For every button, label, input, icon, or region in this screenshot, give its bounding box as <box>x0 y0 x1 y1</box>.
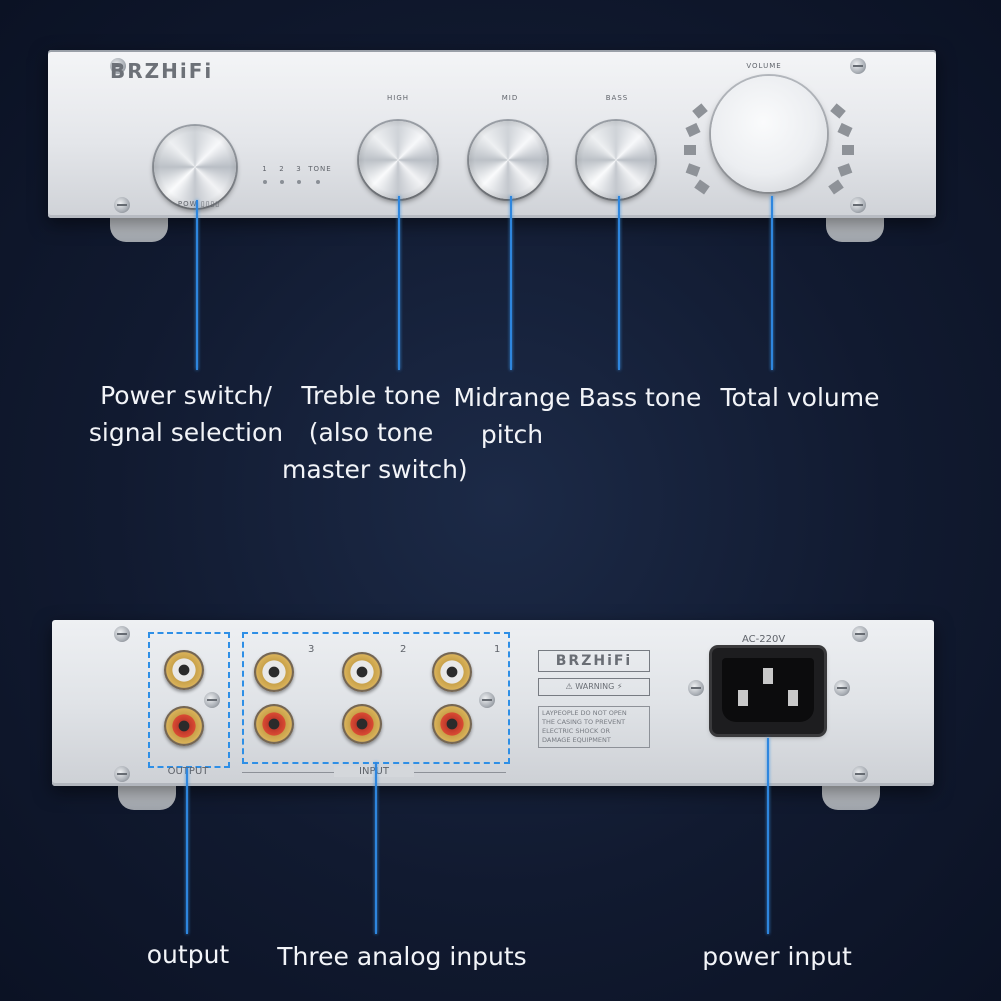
input-2-jack-red[interactable] <box>342 704 382 744</box>
volume-level-arc <box>684 103 854 195</box>
rear-screw-tl <box>114 626 130 642</box>
caution-line-3: ELECTRIC SHOCK OR <box>542 727 611 735</box>
caution-line-1: LAYPEOPLE DO NOT OPEN <box>542 709 627 717</box>
rear-panel: OUTPUT 3 2 1 INPUT BRZHiFi ⚠ WARNING ⚡ L… <box>52 620 934 786</box>
callout-mid-label: Midrange pitch <box>452 379 572 453</box>
input-label: INPUT <box>334 766 414 777</box>
callout-line-mid <box>510 196 512 370</box>
output-label: OUTPUT <box>158 766 218 777</box>
caution-line-2: THE CASING TO PREVENT <box>542 718 626 726</box>
rear-screw-tr <box>852 626 868 642</box>
led-indicator-2 <box>280 180 284 184</box>
warning-triangle-icon: ⚠ <box>565 682 576 691</box>
bass-label: BASS <box>605 94 629 102</box>
input-highlight-box <box>242 632 510 764</box>
input-2-jack-white[interactable] <box>342 652 382 692</box>
front-screw-bl <box>114 197 130 213</box>
callout-line-power-input <box>767 738 769 934</box>
callout-line-volume <box>771 196 773 370</box>
callout-line-power <box>196 200 198 370</box>
front-screw-br <box>850 197 866 213</box>
rear-screw-output <box>204 692 220 708</box>
front-screw-tl <box>110 58 126 74</box>
led-label-3: 3 <box>296 165 302 173</box>
power-input-socket[interactable] <box>712 648 824 734</box>
callout-treble-line2: (also tone <box>308 418 434 447</box>
callout-mid-line1: Midrange <box>453 383 571 412</box>
front-brand-logo: BRZHiFi <box>110 59 214 83</box>
power-pin-earth <box>763 668 773 684</box>
callout-inputs-label: Three analog inputs <box>277 942 527 971</box>
led-indicator-3 <box>297 180 301 184</box>
rear-screw-br <box>852 766 868 782</box>
warning-box: ⚠ WARNING ⚡ <box>538 678 650 696</box>
callout-bass-label: Bass tone <box>578 383 702 412</box>
caution-line-4: DAMAGE EQUIPMENT <box>542 736 611 744</box>
front-panel: BRZHiFi POW ▯▯▯▯ 1 2 3 TONE HIGH MID BAS… <box>48 50 936 218</box>
callout-line-output <box>186 768 188 934</box>
power-pin-right <box>788 690 798 706</box>
front-screw-tr <box>850 58 866 74</box>
mid-knob[interactable] <box>469 121 547 199</box>
callout-power-line1: Power switch/ <box>100 381 272 410</box>
rear-brand-logo: BRZHiFi <box>538 650 650 672</box>
rear-screw-iec-right <box>834 680 850 696</box>
power-label: POW ▯▯▯▯ <box>177 200 221 208</box>
callout-volume-label: Total volume <box>720 383 880 412</box>
power-socket-inner <box>722 658 814 722</box>
caution-text: LAYPEOPLE DO NOT OPEN THE CASING TO PREV… <box>538 706 650 748</box>
rear-screw-input <box>479 692 495 708</box>
led-indicator-1 <box>263 180 267 184</box>
callout-mid-line2: pitch <box>480 420 544 449</box>
volume-knob[interactable] <box>711 76 827 192</box>
callout-line-treble <box>398 196 400 370</box>
high-label: HIGH <box>386 94 410 102</box>
ac-voltage-label: AC-220V <box>742 634 786 645</box>
rear-screw-bl <box>114 766 130 782</box>
bass-knob[interactable] <box>577 121 655 199</box>
power-selector-knob[interactable] <box>154 126 236 208</box>
lightning-icon: ⚡ <box>614 682 623 691</box>
callout-treble-line1: Treble tone <box>301 381 441 410</box>
output-highlight-box <box>148 632 230 768</box>
rear-screw-iec-left <box>688 680 704 696</box>
volume-label: VOLUME <box>746 62 782 70</box>
led-label-tone: TONE <box>308 165 332 173</box>
power-pin-left <box>738 690 748 706</box>
treble-knob[interactable] <box>359 121 437 199</box>
callout-output-label: output <box>146 940 230 969</box>
output-jack-white[interactable] <box>164 650 204 690</box>
led-label-1: 1 <box>262 165 268 173</box>
mid-label: MID <box>501 94 519 102</box>
input-1-jack-red[interactable] <box>432 704 472 744</box>
output-jack-red[interactable] <box>164 706 204 746</box>
callout-treble-line3: master switch) <box>282 455 468 484</box>
input-1-jack-white[interactable] <box>432 652 472 692</box>
led-indicator-tone <box>316 180 320 184</box>
callout-treble-label: Treble tone (also tone master switch) <box>282 377 468 488</box>
input-3-jack-white[interactable] <box>254 652 294 692</box>
input-number-1: 1 <box>494 644 501 655</box>
led-label-2: 2 <box>279 165 285 173</box>
callout-power-input-label: power input <box>702 942 852 971</box>
callout-power-label: Power switch/ signal selection <box>86 377 286 451</box>
callout-line-inputs <box>375 762 377 934</box>
warning-text: WARNING <box>575 682 615 691</box>
input-number-2: 2 <box>400 644 407 655</box>
input-number-3: 3 <box>308 644 315 655</box>
callout-power-line2: signal selection <box>88 418 284 447</box>
callout-line-bass <box>618 196 620 370</box>
input-3-jack-red[interactable] <box>254 704 294 744</box>
